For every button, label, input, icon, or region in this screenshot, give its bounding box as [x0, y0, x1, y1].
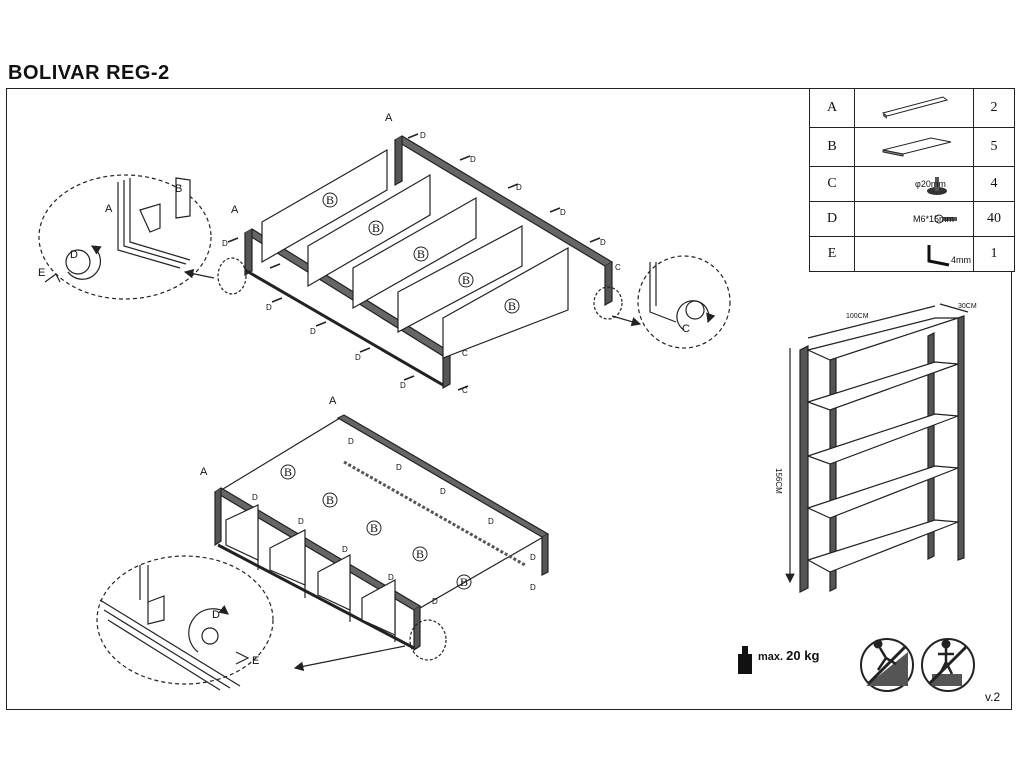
label-d: D	[355, 353, 361, 362]
label-c: C	[615, 263, 621, 272]
label-d: D	[266, 303, 272, 312]
detail-callout-bottom	[96, 555, 274, 691]
no-standing-icon	[921, 638, 975, 692]
label-d: D	[420, 131, 426, 140]
frame-bar-icon	[881, 96, 949, 119]
label-d: D	[530, 553, 536, 562]
label-a: A	[200, 466, 208, 478]
foot-spec: φ20mm	[915, 179, 946, 189]
parts-row: A 2	[809, 88, 1015, 128]
part-quantity: 2	[973, 88, 1015, 128]
no-climbing-icon	[860, 638, 914, 692]
label-d: D	[342, 545, 348, 554]
label-d: D	[470, 155, 476, 164]
label-b: B	[370, 521, 378, 535]
label-b: B	[462, 273, 470, 287]
label-b: B	[417, 247, 425, 261]
part-letter: B	[809, 127, 855, 167]
shelf-board-icon	[882, 137, 952, 157]
instruction-frame	[6, 88, 1012, 710]
label-c: C	[462, 386, 468, 395]
label-d: D	[440, 487, 446, 496]
label-b: B	[326, 193, 334, 207]
label-d: D	[222, 239, 228, 248]
label-c: C	[682, 323, 690, 335]
label-a: A	[231, 204, 239, 216]
allen-key-icon	[927, 245, 950, 267]
label-d: D	[298, 517, 304, 526]
assembly-step-2	[213, 414, 550, 672]
dimension-labels: 100CM 30CM 156CM	[774, 303, 977, 494]
label-d: D	[560, 208, 566, 217]
part-quantity: 1	[973, 236, 1015, 272]
max-load-note: max. 20 kg	[758, 648, 819, 663]
label-d: D	[432, 597, 438, 606]
exploded-assembly-step-1	[183, 133, 642, 391]
label-b: B	[372, 221, 380, 235]
label-d: D	[488, 517, 494, 526]
label-a: A	[105, 203, 113, 215]
max-load-label: max.	[758, 651, 784, 663]
parts-row: C φ20mm 4	[809, 166, 1015, 202]
parts-row: E 4mm 1	[809, 236, 1015, 272]
label-b: B	[326, 493, 334, 507]
part-picture: M6*15mm	[854, 201, 974, 237]
part-letter: D	[809, 201, 855, 237]
part-letter: E	[809, 236, 855, 272]
part-quantity: 40	[973, 201, 1015, 237]
label-a: A	[329, 395, 337, 407]
max-load-value: 20 kg	[786, 648, 820, 663]
document-title: BOLIVAR REG-2	[8, 62, 170, 84]
label-b: B	[416, 547, 424, 561]
detail-callout-left	[38, 174, 212, 300]
part-picture: φ20mm	[854, 166, 974, 202]
label-b: B	[284, 465, 292, 479]
parts-row: B 5	[809, 127, 1015, 167]
parts-row: D M6*15mm 40	[809, 201, 1015, 237]
label-d: D	[400, 381, 406, 390]
part-letter: A	[809, 88, 855, 128]
part-picture: 4mm	[854, 236, 974, 272]
finished-shelf-illustration	[785, 303, 969, 593]
height-dimension: 156CM	[774, 468, 783, 494]
leveling-foot-icon	[927, 177, 947, 195]
step-2-labels: A A D E D D D D D D D D D D D B B B B B	[200, 395, 536, 667]
label-d: D	[396, 463, 402, 472]
part-picture	[854, 127, 974, 167]
label-d: D	[348, 437, 354, 446]
label-a: A	[385, 112, 393, 124]
label-d: D	[252, 493, 258, 502]
weight-icon	[738, 646, 752, 674]
label-d: D	[388, 573, 394, 582]
part-letter: C	[809, 166, 855, 202]
label-d: D	[600, 238, 606, 247]
part-quantity: 4	[973, 166, 1015, 202]
key-spec: 4mm	[951, 255, 971, 265]
label-b: B	[175, 183, 182, 195]
label-b: B	[460, 575, 468, 589]
label-e: E	[38, 267, 45, 279]
parts-list-table: A 2 B 5 C φ20mm 4 D	[809, 88, 1015, 272]
label-d: D	[530, 583, 536, 592]
label-e: E	[252, 655, 259, 667]
label-d: D	[516, 183, 522, 192]
part-picture	[854, 88, 974, 128]
label-d: D	[212, 609, 220, 621]
label-c: C	[462, 349, 468, 358]
version-label: v.2	[985, 690, 1001, 704]
part-quantity: 5	[973, 127, 1015, 167]
screw-icon	[934, 214, 957, 224]
detail-callout-right	[637, 255, 731, 349]
label-d: D	[70, 249, 78, 261]
label-d: D	[310, 327, 316, 336]
step-1-labels: A A A B D E C C C C D D D D D D D D D D …	[38, 112, 690, 395]
screw-spec: M6*15mm	[913, 214, 955, 224]
depth-dimension: 30CM	[958, 303, 977, 310]
width-dimension: 100CM	[846, 313, 869, 320]
label-b: B	[508, 299, 516, 313]
